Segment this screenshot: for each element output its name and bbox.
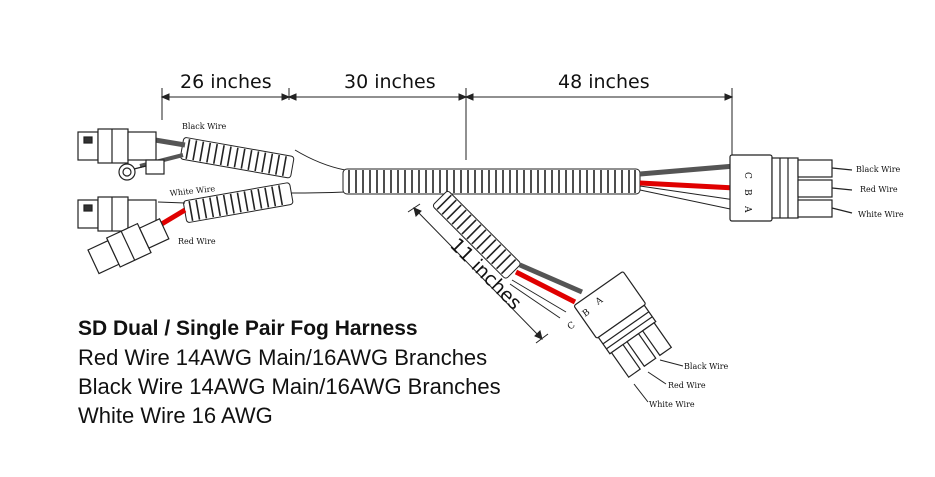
lower-lead-lines	[633, 359, 684, 403]
dimension-lines	[160, 88, 734, 344]
branch-conduit	[432, 190, 521, 279]
caption-line-white: White Wire 16 AWG	[78, 403, 273, 428]
lower-white-wire-label: White Wire	[649, 400, 695, 409]
lower-black-wire-label: Black Wire	[684, 362, 729, 371]
lower-left-connector	[87, 218, 170, 275]
left-red-wire-label: Red Wire	[178, 237, 216, 246]
right-red-wire	[639, 180, 736, 191]
harness-outline	[289, 149, 346, 194]
dimension-48-inches: 48 inches	[558, 71, 650, 93]
right-white-wire-edge	[639, 189, 736, 211]
caption-title: SD Dual / Single Pair Fog Harness	[78, 317, 418, 340]
lower-red-wire-label: Red Wire	[668, 381, 706, 390]
dimension-26-inches: 26 inches	[180, 71, 272, 93]
right-wires	[639, 163, 736, 211]
right-black-wire-label: Black Wire	[856, 165, 901, 174]
left-white-wire-label: White Wire	[169, 184, 216, 198]
right-connector	[729, 154, 853, 222]
right-pin-b: B	[742, 189, 752, 196]
right-white-wire-label: White Wire	[858, 210, 904, 219]
main-conduit	[342, 168, 641, 195]
branch-wires	[509, 262, 583, 319]
harness-caption: SD Dual / Single Pair Fog Harness Red Wi…	[78, 314, 501, 430]
lower-pin-c: C	[566, 320, 577, 332]
mid-left-connector	[77, 196, 157, 232]
dimension-30-inches: 30 inches	[344, 71, 436, 93]
right-red-wire-label: Red Wire	[860, 185, 898, 194]
right-pin-a: A	[742, 205, 752, 213]
upper-left-conduit	[180, 137, 295, 179]
lower-connector	[573, 271, 673, 379]
right-pin-c: C	[742, 172, 752, 179]
upper-left-connector	[77, 128, 157, 164]
lower-pin-b: B	[581, 307, 592, 319]
caption-line-red: Red Wire 14AWG Main/16AWG Branches	[78, 345, 488, 370]
caption-line-black: Black Wire 14AWG Main/16AWG Branches	[78, 374, 501, 399]
ring-terminal	[118, 159, 165, 181]
right-black-wire	[639, 163, 736, 177]
left-black-wire-label: Black Wire	[182, 122, 227, 131]
